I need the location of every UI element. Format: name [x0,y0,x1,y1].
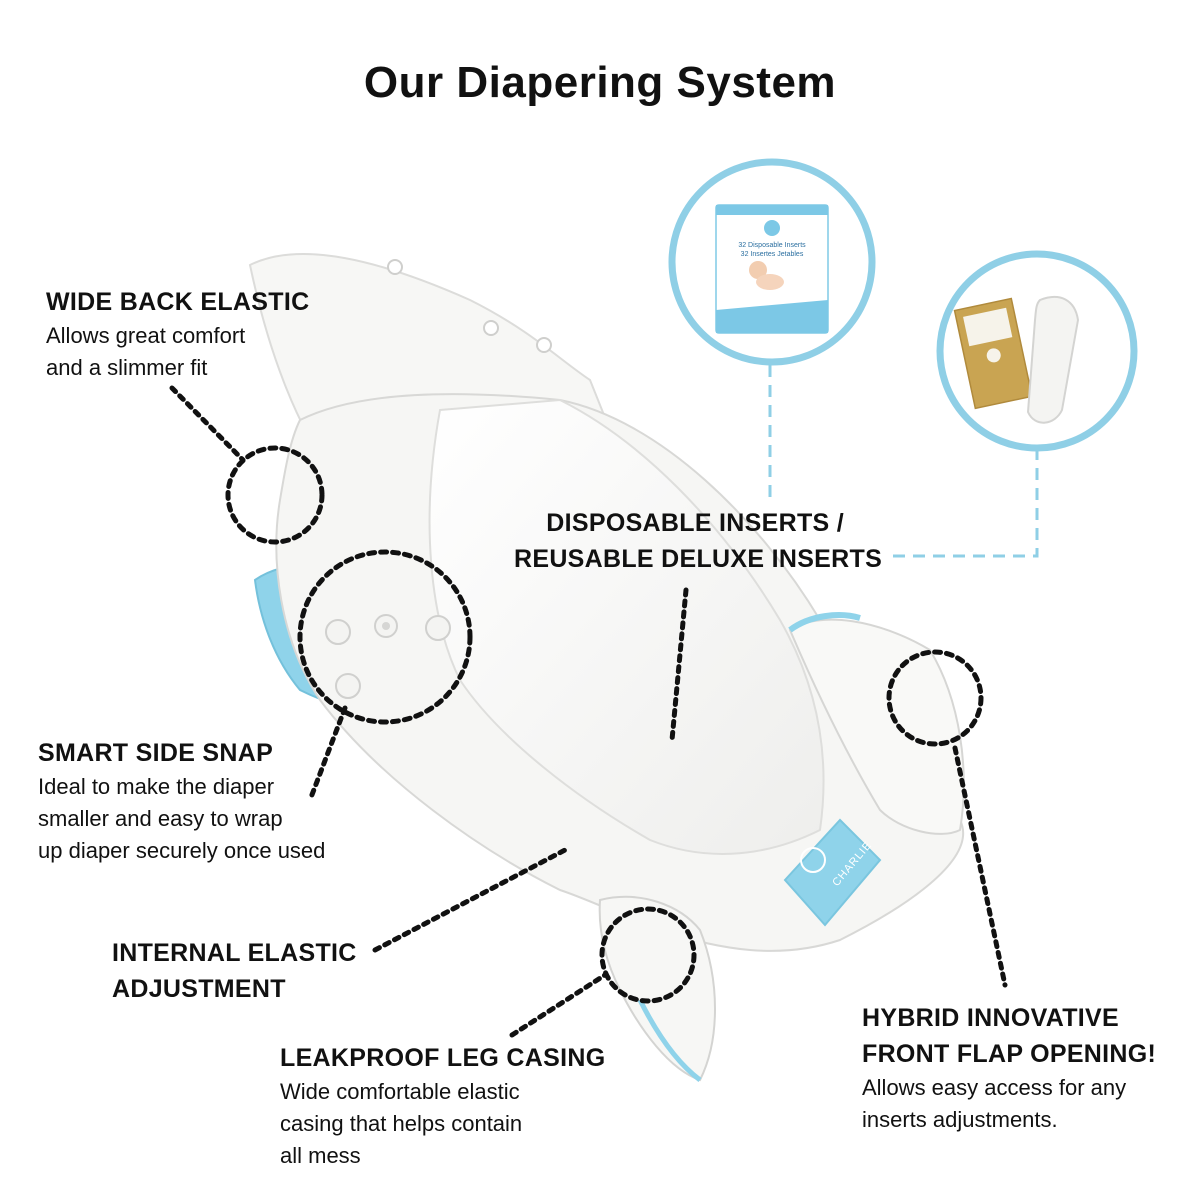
internal-elastic-leader [372,847,568,953]
leakproof-desc-1: Wide comfortable elastic [280,1079,520,1104]
leakproof-heading: LEAKPROOF LEG CASING [280,1044,606,1072]
deluxe-dashed-line [890,448,1039,558]
hybrid-heading-1: HYBRID INNOVATIVE [862,1004,1119,1032]
leakproof-leader [509,972,608,1038]
back-elastic-leader [169,385,246,463]
hybrid-desc-2: inserts adjustments. [862,1107,1058,1132]
back-elastic-circle [225,445,325,545]
wide-back-elastic-desc-1: Allows great comfort [46,323,246,348]
leg-casing-circle [599,906,697,1004]
leakproof-label: LEAKPROOF LEG CASING Wide comfortable el… [280,1040,605,1172]
internal-elastic-heading-2: ADJUSTMENT [112,975,286,1003]
smart-side-snap-desc-1: Ideal to make the diaper [38,774,275,799]
inserts-label: DISPOSABLE INSERTS / REUSABLE DELUXE INS… [514,505,883,577]
internal-elastic-label: INTERNAL ELASTIC ADJUSTMENT [112,935,357,1007]
package-text-line2: 32 Insertes Jetables [740,251,804,258]
page-title: Our Diapering System [363,58,837,107]
smart-side-snap-desc-3: up diaper securely once used [38,838,326,863]
smart-side-snap-desc-2: smaller and easy to wrap [38,806,283,831]
hybrid-heading-2: FRONT FLAP OPENING! [862,1040,1157,1068]
reusable-inserts-circle [936,250,1138,452]
wide-back-elastic-heading: WIDE BACK ELASTIC [46,288,310,316]
diaper-image [248,252,965,1082]
side-snap-leader [307,705,348,803]
smart-side-snap-heading: SMART SIDE SNAP [38,739,274,767]
front-flap-leader [952,745,1008,988]
internal-elastic-heading-1: INTERNAL ELASTIC [112,939,357,967]
smart-side-snap-label: SMART SIDE SNAP Ideal to make the diaper… [38,735,325,867]
leakproof-desc-3: all mess [280,1143,361,1168]
package-text-line1: 32 Disposable Inserts [738,242,806,249]
wide-back-elastic-label: WIDE BACK ELASTIC Allows great comfort a… [46,284,309,384]
front-flap-circle [886,649,984,747]
hybrid-label: HYBRID INNOVATIVE FRONT FLAP OPENING! Al… [862,1000,1156,1136]
inserts-heading-2: REUSABLE DELUXE INSERTS [514,545,883,573]
inserts-heading-1: DISPOSABLE INSERTS / [546,509,844,537]
wide-back-elastic-desc-2: and a slimmer fit [46,355,208,380]
leakproof-desc-2: casing that helps contain [280,1111,523,1136]
hybrid-desc-1: Allows easy access for any [862,1075,1127,1100]
disposable-inserts-circle [668,158,876,366]
inserts-leader [669,587,689,743]
side-snap-circle [297,549,473,725]
